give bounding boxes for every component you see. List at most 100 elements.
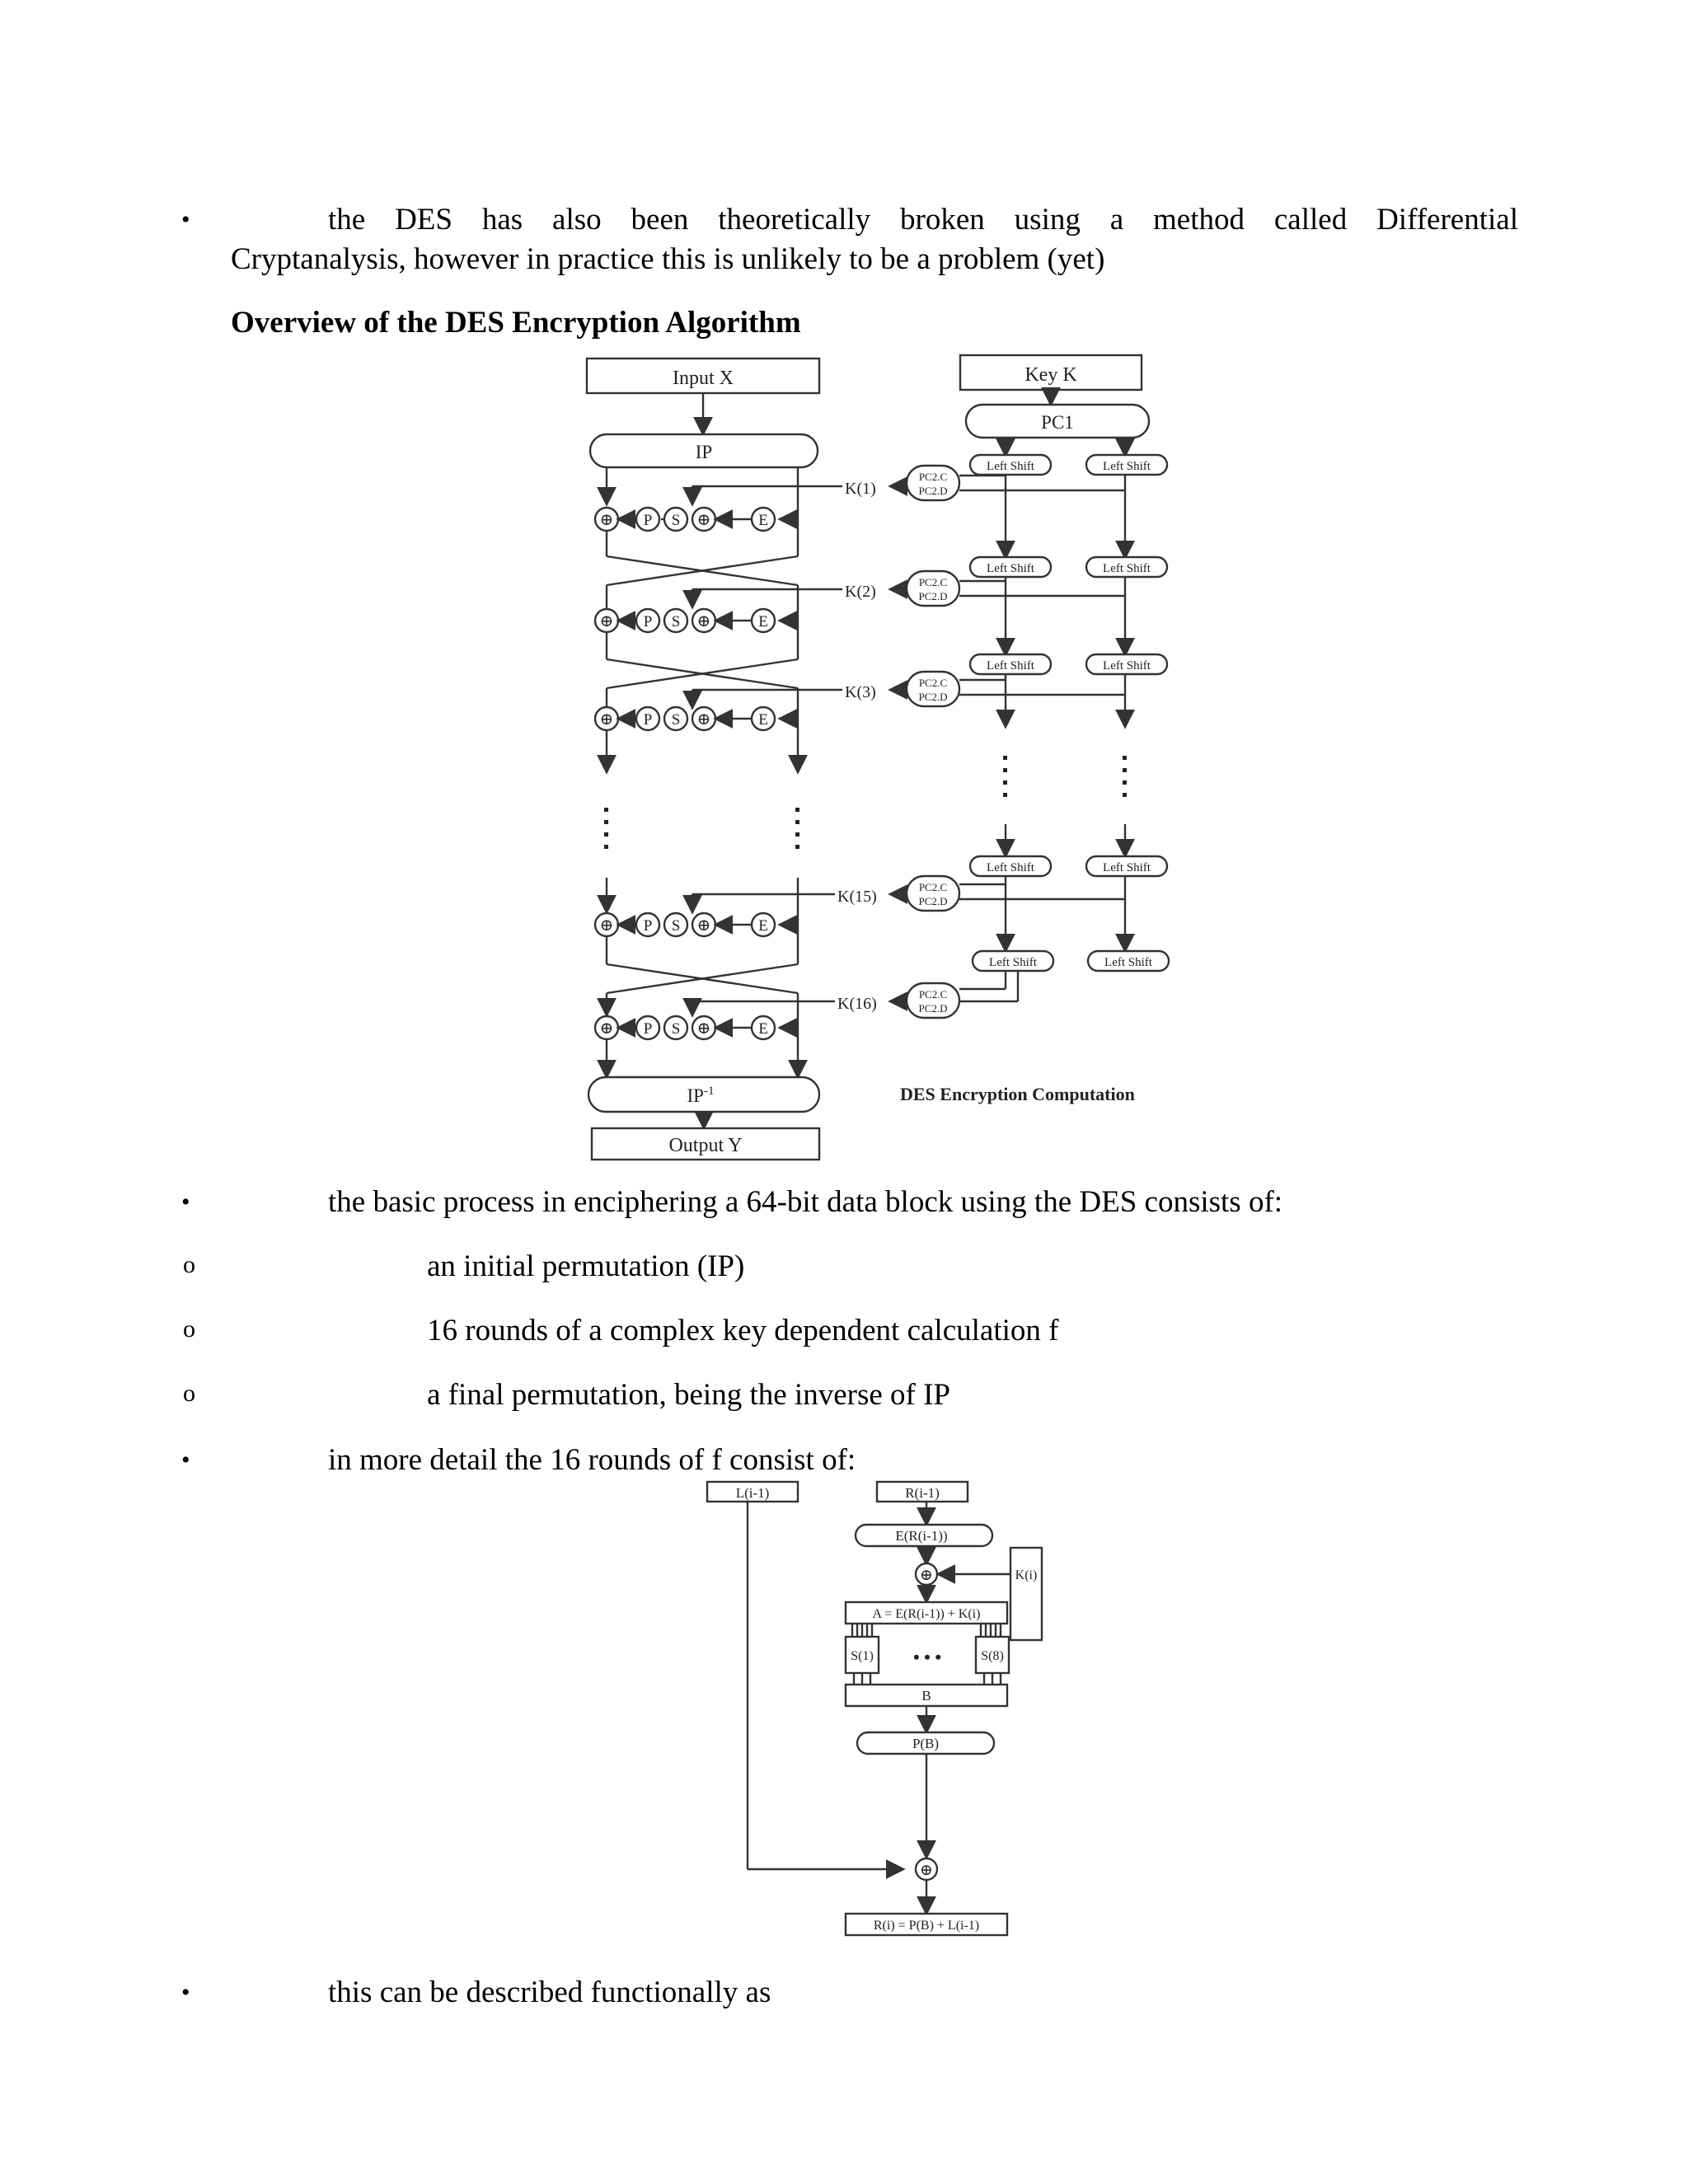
svg-text:S: S [672,917,681,935]
svg-text:E: E [758,613,768,630]
ip-box [588,433,819,469]
bullet-4: • [181,1979,190,2006]
svg-text:⊕: ⊕ [600,612,614,630]
svg-text:PC2.C: PC2.C [919,471,947,483]
list-item-initial-permutation: an initial permutation (IP) [427,1249,745,1283]
svg-text:E: E [758,1020,768,1038]
svg-text:PC2.C: PC2.C [919,988,947,1001]
f-function-diagram: L(i-1) R(i-1) E(R(i-1)) ⊕ K(i) A = E(R(i… [706,1480,1043,1937]
svg-text:PC2.D: PC2.D [918,1002,947,1015]
svg-text:P: P [644,512,653,529]
svg-text:E: E [758,711,768,729]
svg-text:PC2.C: PC2.C [919,677,947,689]
pc2-round-2: PC2.C PC2.D K(2) [798,569,1125,607]
round-key-box [1009,1546,1043,1642]
svg-text:⊕: ⊕ [600,1019,614,1038]
sub-bullet-2: o [183,1315,195,1343]
svg-text:Left Shift: Left Shift [1103,659,1151,673]
bullet-2: • [181,1188,190,1216]
svg-text:S: S [672,512,681,529]
paragraph-more-detail: in more detail the 16 rounds of f consis… [328,1443,856,1477]
svg-text:⊕: ⊕ [600,710,614,729]
svg-text:E: E [758,917,768,935]
round-3: ⊕ P S ⊕ E [593,688,798,775]
permutation-label: P(B) [912,1736,939,1751]
svg-text:Left Shift: Left Shift [1103,562,1151,575]
input-x-box [585,357,821,395]
svg-text:E: E [758,512,768,529]
svg-text:PC2.C: PC2.C [919,881,947,893]
svg-text:⊕: ⊕ [920,1567,933,1584]
left-input-label: L(i-1) [736,1485,770,1501]
key-schedule: Left Shift Left Shift Left Shift Left Sh… [798,453,1170,1019]
svg-text:Left Shift: Left Shift [1103,861,1151,874]
right-input-label: R(i-1) [905,1485,940,1501]
round-1: ⊕ P S ⊕ E [593,485,799,587]
expansion-box [854,1523,994,1548]
paragraph-functional: this can be described functionally as [328,1975,771,2009]
svg-text:P: P [644,1020,653,1038]
paragraph-des-broken-line1: the DES has also been theoretically brok… [328,203,1518,237]
svg-text:Left Shift: Left Shift [1104,956,1153,969]
svg-text:Left Shift: Left Shift [1103,460,1151,473]
svg-text:⊕: ⊕ [697,612,711,630]
round-2: ⊕ P S ⊕ E [593,588,799,690]
right-input-box [875,1480,969,1503]
sub-bullet-3: o [183,1380,195,1407]
output-y-box [590,1127,821,1161]
svg-text:⊕: ⊕ [697,710,711,729]
svg-text:Left Shift: Left Shift [989,956,1038,969]
sbox-ellipsis: • • • [913,1647,941,1667]
list-item-16-rounds: 16 rounds of a complex key dependent cal… [427,1314,1059,1347]
bullet-3: • [181,1446,190,1474]
svg-text:S: S [672,1020,681,1038]
pc2-round-16: PC2.C PC2.D K(16) [798,971,1020,1019]
svg-text:P: P [644,711,653,729]
svg-text:K(16): K(16) [837,995,877,1013]
svg-text:⊕: ⊕ [697,916,711,935]
svg-text:Left Shift: Left Shift [987,460,1035,473]
svg-text:⊕: ⊕ [600,511,614,529]
round-15: ⊕ P S ⊕ E [593,893,799,995]
output-y-label: Output Y [668,1135,742,1156]
svg-text:S: S [672,613,681,630]
sub-bullet-1: o [183,1251,195,1278]
round-16: ⊕ P S ⊕ E [593,997,798,1080]
svg-text:PC2.D: PC2.D [918,895,947,907]
pc2-round-3: PC2.C PC2.D K(3) [798,670,1125,708]
bullet-1: • [181,206,190,233]
b-box [844,1683,1009,1708]
sbox-1 [844,1635,880,1675]
svg-text:Left Shift: Left Shift [987,861,1035,874]
svg-text:⊕: ⊕ [920,1862,933,1879]
svg-text:⊕: ⊕ [697,1019,711,1038]
paragraph-basic-process: the basic process in enciphering a 64-bi… [328,1185,1283,1219]
svg-text:PC2.D: PC2.D [918,590,947,602]
a-value-label: A = E(R(i-1)) + K(i) [873,1607,981,1621]
svg-text:S(1): S(1) [851,1649,874,1663]
svg-text:K(15): K(15) [837,888,877,906]
svg-text:PC2.D: PC2.D [918,691,947,703]
a-value-box [844,1601,1009,1625]
result-label: R(i) = P(B) + L(i-1) [874,1919,979,1933]
list-item-final-permutation: a final permutation, being the inverse o… [427,1378,950,1412]
ip-inverse-label: IP-1 [687,1085,715,1106]
b-label: B [921,1688,931,1704]
svg-text:Left Shift: Left Shift [987,562,1035,575]
section-heading: Overview of the DES Encryption Algorithm [231,306,801,340]
round-key-label: K(i) [1015,1568,1038,1582]
pc2-round-15: PC2.C PC2.D K(15) [798,874,1125,912]
svg-text:⊕: ⊕ [600,916,614,935]
svg-text:P: P [644,613,653,630]
svg-text:S(8): S(8) [981,1649,1004,1663]
result-box [844,1912,1009,1937]
svg-text:K(3): K(3) [845,683,876,701]
svg-text:⊕: ⊕ [697,511,711,529]
paragraph-des-broken-line2: Cryptanalysis, however in practice this … [231,242,1105,276]
pc1-label: PC1 [1041,412,1074,433]
left-input-box [706,1480,799,1503]
des-encryption-diagram: Input X IP Key K PC1 ⊕ P S ⊕ E [585,354,1170,1161]
svg-text:K(2): K(2) [845,583,876,601]
diagram-caption: DES Encryption Computation [900,1084,1135,1104]
svg-text:PC2.D: PC2.D [918,485,947,497]
